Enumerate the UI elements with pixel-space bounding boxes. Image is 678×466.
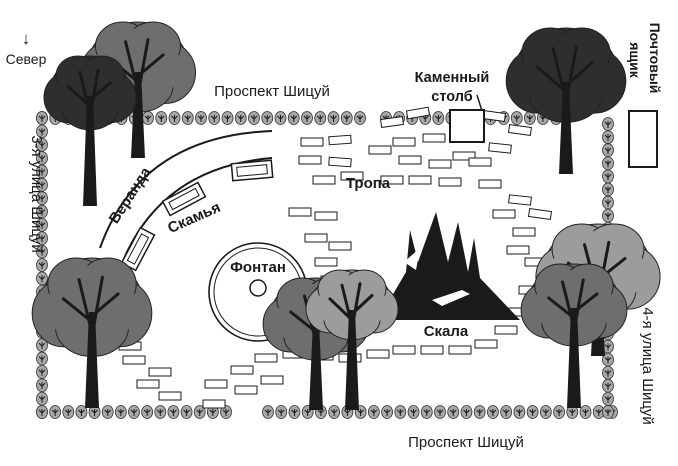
stone-pillar-label: столб [431, 89, 472, 105]
tree [305, 269, 399, 410]
path-brick [512, 227, 536, 237]
path-brick [452, 151, 476, 161]
tree [31, 257, 153, 408]
path-brick [506, 245, 530, 255]
path-brick [148, 367, 172, 377]
path-brick [478, 179, 502, 189]
path-brick [494, 325, 518, 335]
path-label: Тропа [346, 175, 391, 192]
path-brick [507, 123, 533, 137]
stone-pillar-leader [476, 94, 483, 112]
path-brick [158, 391, 182, 401]
path-brick [204, 379, 228, 389]
path-brick [398, 155, 422, 165]
rock [378, 212, 520, 320]
tree [43, 55, 137, 206]
stone-pillar [449, 109, 485, 143]
tree-trunk [309, 322, 323, 410]
stone-pillar-label: Каменный [415, 70, 490, 86]
path-brick [380, 175, 404, 185]
tree-trunk [85, 312, 99, 408]
north-label: Север [6, 51, 47, 67]
path-brick [422, 133, 446, 143]
path-brick [408, 175, 432, 185]
tree-trunk [559, 82, 573, 174]
path-brick [420, 345, 444, 355]
veranda-outer-arc [99, 130, 273, 249]
hedge-bottom-right [262, 405, 618, 419]
path-brick [488, 142, 512, 154]
tree-trunk [83, 96, 97, 206]
path-brick [230, 365, 254, 375]
rock-label: Скала [424, 323, 469, 340]
path-brick [340, 171, 364, 181]
path-brick [328, 156, 352, 168]
mailbox [628, 110, 658, 168]
tree-trunk [345, 310, 359, 410]
street-label-right: 4-я улица Шицуй [639, 307, 656, 425]
path-brick [368, 145, 392, 155]
bench [230, 159, 274, 182]
path-brick [314, 211, 338, 221]
path-brick [474, 339, 498, 349]
path-brick [298, 155, 322, 165]
street-label-bottom: Проспект Шицуй [408, 434, 524, 451]
path-brick [202, 399, 226, 409]
path-brick [508, 194, 532, 206]
mailbox-label: Почтовый [647, 23, 663, 94]
path-brick [122, 355, 146, 365]
path-brick [438, 177, 462, 187]
fountain-label: Фонтан [230, 259, 286, 276]
tree [505, 27, 627, 174]
path-brick [300, 137, 324, 147]
tree-trunk [567, 308, 581, 408]
mailbox-label: ящик [627, 42, 643, 79]
path-brick [448, 345, 472, 355]
path-brick [288, 207, 312, 217]
path-brick [405, 106, 431, 120]
hedge-bottom-left [36, 405, 232, 419]
path-brick [392, 137, 416, 147]
street-label-top: Проспект Шицуй [214, 83, 330, 100]
path-brick [392, 345, 416, 355]
north-arrow-icon: ↓ [22, 29, 31, 48]
path-brick [312, 175, 336, 185]
path-brick [136, 379, 160, 389]
path-brick [254, 353, 278, 363]
path-brick [468, 157, 492, 167]
tree [520, 263, 628, 408]
path-brick [304, 233, 328, 243]
path-brick [234, 385, 258, 395]
path-brick [314, 257, 338, 267]
path-brick [328, 241, 352, 251]
path-brick [527, 207, 553, 221]
path-brick [366, 349, 390, 359]
path-brick [328, 134, 352, 146]
path-brick [428, 159, 452, 169]
path-brick [260, 375, 284, 385]
street-label-left: 3-я улица Шицуй [28, 135, 45, 253]
bench [161, 181, 207, 217]
path-brick [379, 115, 405, 129]
path [118, 106, 553, 409]
path-brick [492, 209, 516, 219]
